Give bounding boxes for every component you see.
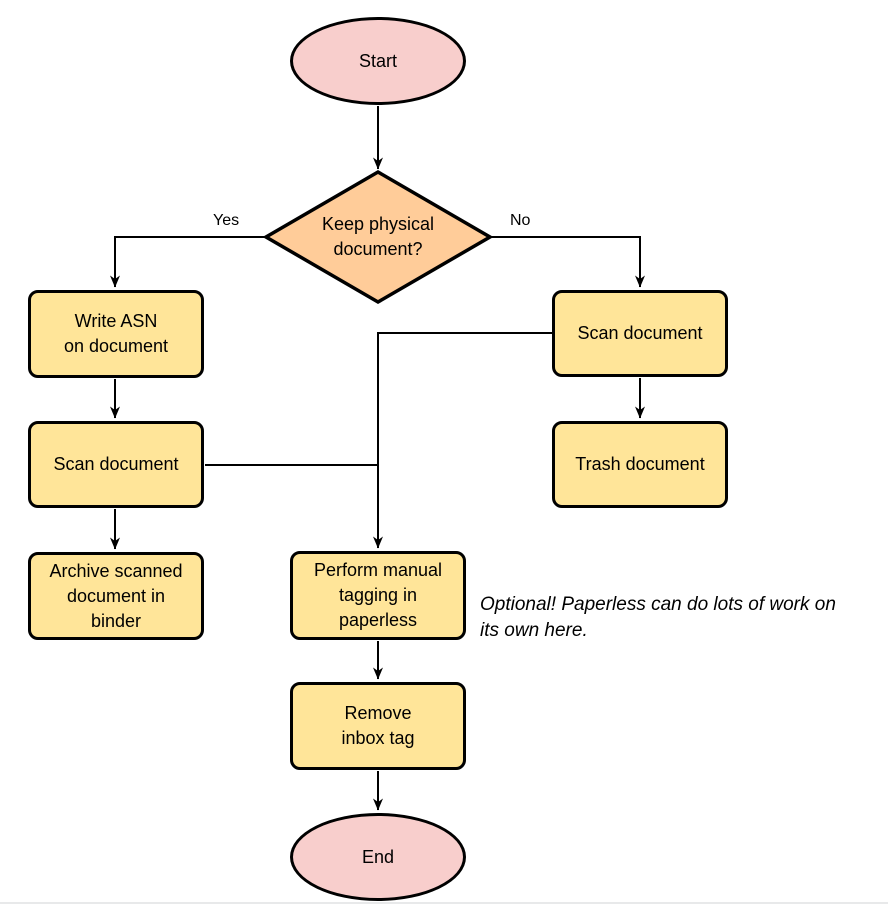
node-decision-shape bbox=[262, 169, 494, 305]
node-start: Start bbox=[290, 17, 466, 105]
node-label-line: on document bbox=[63, 336, 169, 356]
edge-scan-right-to-perform-tagging bbox=[373, 332, 552, 549]
node-label-line: paperless bbox=[338, 610, 418, 630]
node-label-line: Write ASN bbox=[74, 311, 158, 331]
edge-label-yes: Yes bbox=[211, 212, 242, 230]
annotation-optional: Optional! Paperless can do lots of work … bbox=[480, 592, 836, 644]
edge-label-no: No bbox=[508, 212, 533, 230]
annotation-line: its own here. bbox=[480, 620, 588, 641]
node-label-line: End bbox=[361, 846, 395, 867]
node-label-line: inbox tag bbox=[341, 728, 415, 748]
node-label-line: document in bbox=[66, 585, 166, 606]
edge-decision-to-write-asn bbox=[110, 236, 265, 288]
node-decision-label: Keep physical document? bbox=[278, 211, 478, 263]
node-label-line: Remove bbox=[344, 703, 412, 723]
annotation-line: Optional! Paperless can do lots of work … bbox=[480, 594, 836, 615]
node-label-line: Perform manual bbox=[313, 560, 443, 580]
node-perform-tagging: Perform manual tagging in paperless bbox=[290, 551, 466, 640]
node-end: End bbox=[290, 813, 466, 901]
node-scan-right: Scan document bbox=[552, 290, 728, 377]
node-write-asn: Write ASN on document bbox=[28, 290, 204, 378]
node-trash: Trash document bbox=[552, 421, 728, 508]
node-label-line: Keep physical bbox=[321, 214, 435, 234]
node-scan-left: Scan document bbox=[28, 421, 204, 508]
node-label-line: Scan document bbox=[577, 323, 703, 343]
edge-decision-to-scan-right bbox=[490, 236, 645, 288]
page-bottom-border bbox=[0, 902, 888, 904]
node-label-line: binder bbox=[90, 610, 142, 631]
node-label-line: Scan document bbox=[53, 454, 179, 474]
node-remove-inbox-tag: Remove inbox tag bbox=[290, 682, 466, 770]
node-label-line: Start bbox=[358, 50, 397, 71]
node-label-line: document? bbox=[333, 239, 423, 259]
node-label-line: tagging in bbox=[338, 585, 418, 605]
node-label-line: Archive scanned bbox=[49, 560, 183, 581]
node-label-line: Trash document bbox=[575, 454, 705, 474]
node-archive: Archive scanned document in binder bbox=[28, 552, 204, 640]
